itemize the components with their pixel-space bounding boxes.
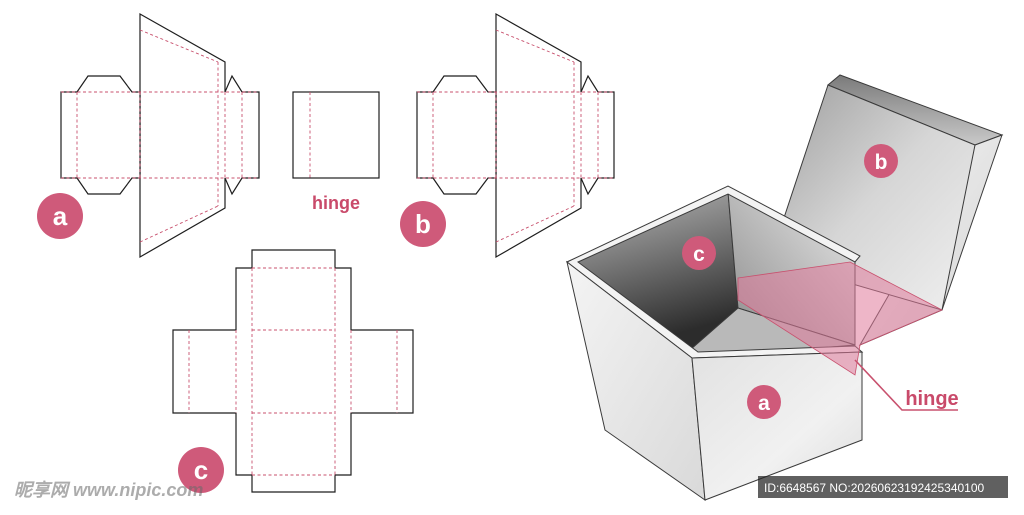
badge-c-flat: c <box>178 447 224 493</box>
dieline-b <box>416 12 615 259</box>
hinge-leader-line <box>854 359 958 411</box>
dieline-c-cross <box>172 249 414 493</box>
dieline-b-center-panel <box>495 12 615 259</box>
box-outer-front-face <box>691 351 863 501</box>
hinge-box-label: hinge <box>905 388 958 410</box>
dieline-a <box>60 12 260 259</box>
badge-b-flat: b <box>400 201 446 247</box>
badge-c-box: c <box>682 236 716 270</box>
badge-b-flat-label: b <box>415 209 431 239</box>
badge-a-flat-label: a <box>53 201 68 231</box>
badge-c-flat-label: c <box>194 455 208 485</box>
dieline-a-left-panel <box>60 75 141 195</box>
badge-a-box: a <box>747 385 781 419</box>
badge-b-box: b <box>864 144 898 178</box>
box-3d <box>565 74 1004 502</box>
dieline-a-center-panel <box>139 12 260 259</box>
hinge-flat-label: hinge <box>312 193 360 213</box>
badge-b-box-label: b <box>875 151 888 174</box>
badge-a-flat: a <box>37 193 83 239</box>
watermark-id: ID:6648567 NO:20260623192425340100 <box>764 481 985 495</box>
dieline-hinge <box>292 91 380 179</box>
badge-c-box-label: c <box>693 243 705 266</box>
dieline-b-left-panel <box>416 75 497 195</box>
watermark-id-bar <box>758 476 1008 498</box>
watermark-site: 昵享网 www.nipic.com <box>14 480 203 500</box>
badge-a-box-label: a <box>758 392 770 415</box>
dieline-c <box>172 249 414 493</box>
hinge-panel <box>292 91 380 179</box>
hinge-highlight <box>737 261 943 376</box>
